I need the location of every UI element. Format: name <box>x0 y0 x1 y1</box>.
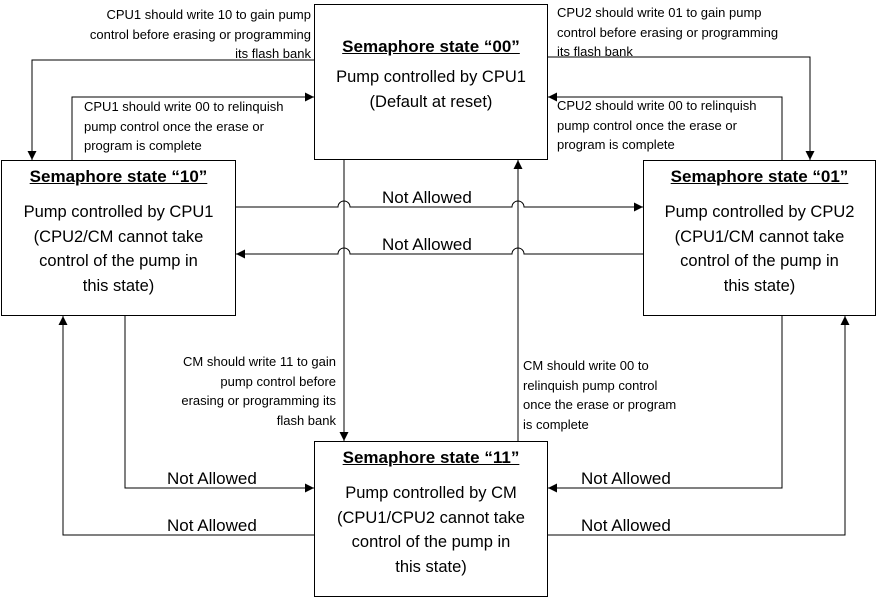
state-00-box: Semaphore state “00” Pump controlled by … <box>314 4 548 160</box>
state-11-line: control of the pump in <box>351 533 511 551</box>
note-line: erasing or programming its <box>181 393 336 408</box>
note-cpu1-gain: CPU1 should write 10 to gain pump contro… <box>90 5 311 64</box>
state-10-line: control of the pump in <box>39 252 198 270</box>
arrow-11-to-10 <box>58 316 314 536</box>
note-cpu2-release: CPU2 should write 00 to relinquish pump … <box>557 96 756 155</box>
state-10-line: Pump controlled by CPU1 <box>23 203 214 221</box>
arrow-00-to-10 <box>27 59 314 160</box>
note-line: control before erasing or programming <box>557 24 779 40</box>
arrow-00-to-01 <box>548 56 815 160</box>
state-01-line: control of the pump in <box>680 252 839 270</box>
note-line: control before erasing or programming <box>89 26 311 42</box>
state-00-line: (Default at reset) <box>369 92 493 111</box>
note-line: CPU1 should write 00 to relinquish <box>84 99 284 114</box>
state-01-box: Semaphore state “01” Pump controlled by … <box>643 160 876 316</box>
note-line: flash bank <box>276 412 336 428</box>
state-01-line: (CPU1/CM cannot take <box>674 227 845 246</box>
note-line: once the erase or program <box>523 397 677 412</box>
note-line: program is complete <box>84 138 202 153</box>
state-11-box: Semaphore state “11” Pump controlled by … <box>314 441 548 597</box>
not-allowed-label-11-to-10: Not Allowed <box>167 516 257 535</box>
note-line: relinquish pump control <box>523 377 658 393</box>
arrow-01-to-11 <box>548 316 783 493</box>
note-line: pump control once the erase or <box>84 118 264 134</box>
not-allowed-label-01-to-11: Not Allowed <box>581 469 671 488</box>
not-allowed-label-10-to-11: Not Allowed <box>167 469 257 488</box>
note-cm-gain: CM should write 11 to gain pump control … <box>181 352 336 430</box>
note-line: CPU2 should write 01 to gain pump <box>557 5 762 20</box>
arrow-10-to-11 <box>124 316 314 493</box>
arrow-01-to-10 <box>236 247 643 259</box>
state-01-line: Pump controlled by CPU2 <box>664 203 855 221</box>
state-11-line: (CPU1/CPU2 cannot take <box>336 508 525 527</box>
state-00-line: Pump controlled by CPU1 <box>336 68 526 86</box>
note-line: CPU1 should write 10 to gain pump <box>106 7 311 22</box>
note-line: CM should write 00 to <box>523 358 649 373</box>
note-line: its flash bank <box>235 46 311 61</box>
arrow-11-to-01 <box>548 316 850 536</box>
state-10-title: Semaphore state “10” <box>29 167 208 186</box>
state-01-line: this state) <box>723 276 796 295</box>
note-cpu1-release: CPU1 should write 00 to relinquish pump … <box>84 97 283 156</box>
arrow-10-to-00 <box>71 92 314 160</box>
not-allowed-label-10-to-01: Not Allowed <box>382 188 472 207</box>
arrow-01-to-00 <box>548 92 783 160</box>
state-00-title: Semaphore state “00” <box>342 37 520 56</box>
arrow-10-to-01 <box>236 200 643 212</box>
not-allowed-label-11-to-01: Not Allowed <box>581 516 671 535</box>
state-11-line: Pump controlled by CM <box>345 484 517 502</box>
note-line: CM should write 11 to gain <box>183 354 336 369</box>
state-01-title: Semaphore state “01” <box>670 167 849 186</box>
note-line: program is complete <box>557 137 675 152</box>
not-allowed-label-01-to-10: Not Allowed <box>382 235 472 254</box>
state-10-line: this state) <box>82 276 155 295</box>
note-line: pump control before <box>220 373 336 389</box>
note-cm-release: CM should write 00 to relinquish pump co… <box>523 356 676 434</box>
note-cpu2-gain: CPU2 should write 01 to gain pump contro… <box>557 3 778 62</box>
state-11-title: Semaphore state “11” <box>342 448 520 467</box>
state-10-box: Semaphore state “10” Pump controlled by … <box>1 160 236 316</box>
state-11-line: this state) <box>395 557 467 576</box>
note-line: is complete <box>523 416 589 432</box>
note-line: CPU2 should write 00 to relinquish <box>557 98 757 113</box>
note-line: its flash bank <box>557 44 633 59</box>
state-10-line: (CPU2/CM cannot take <box>33 227 204 246</box>
note-line: pump control once the erase or <box>557 117 737 133</box>
